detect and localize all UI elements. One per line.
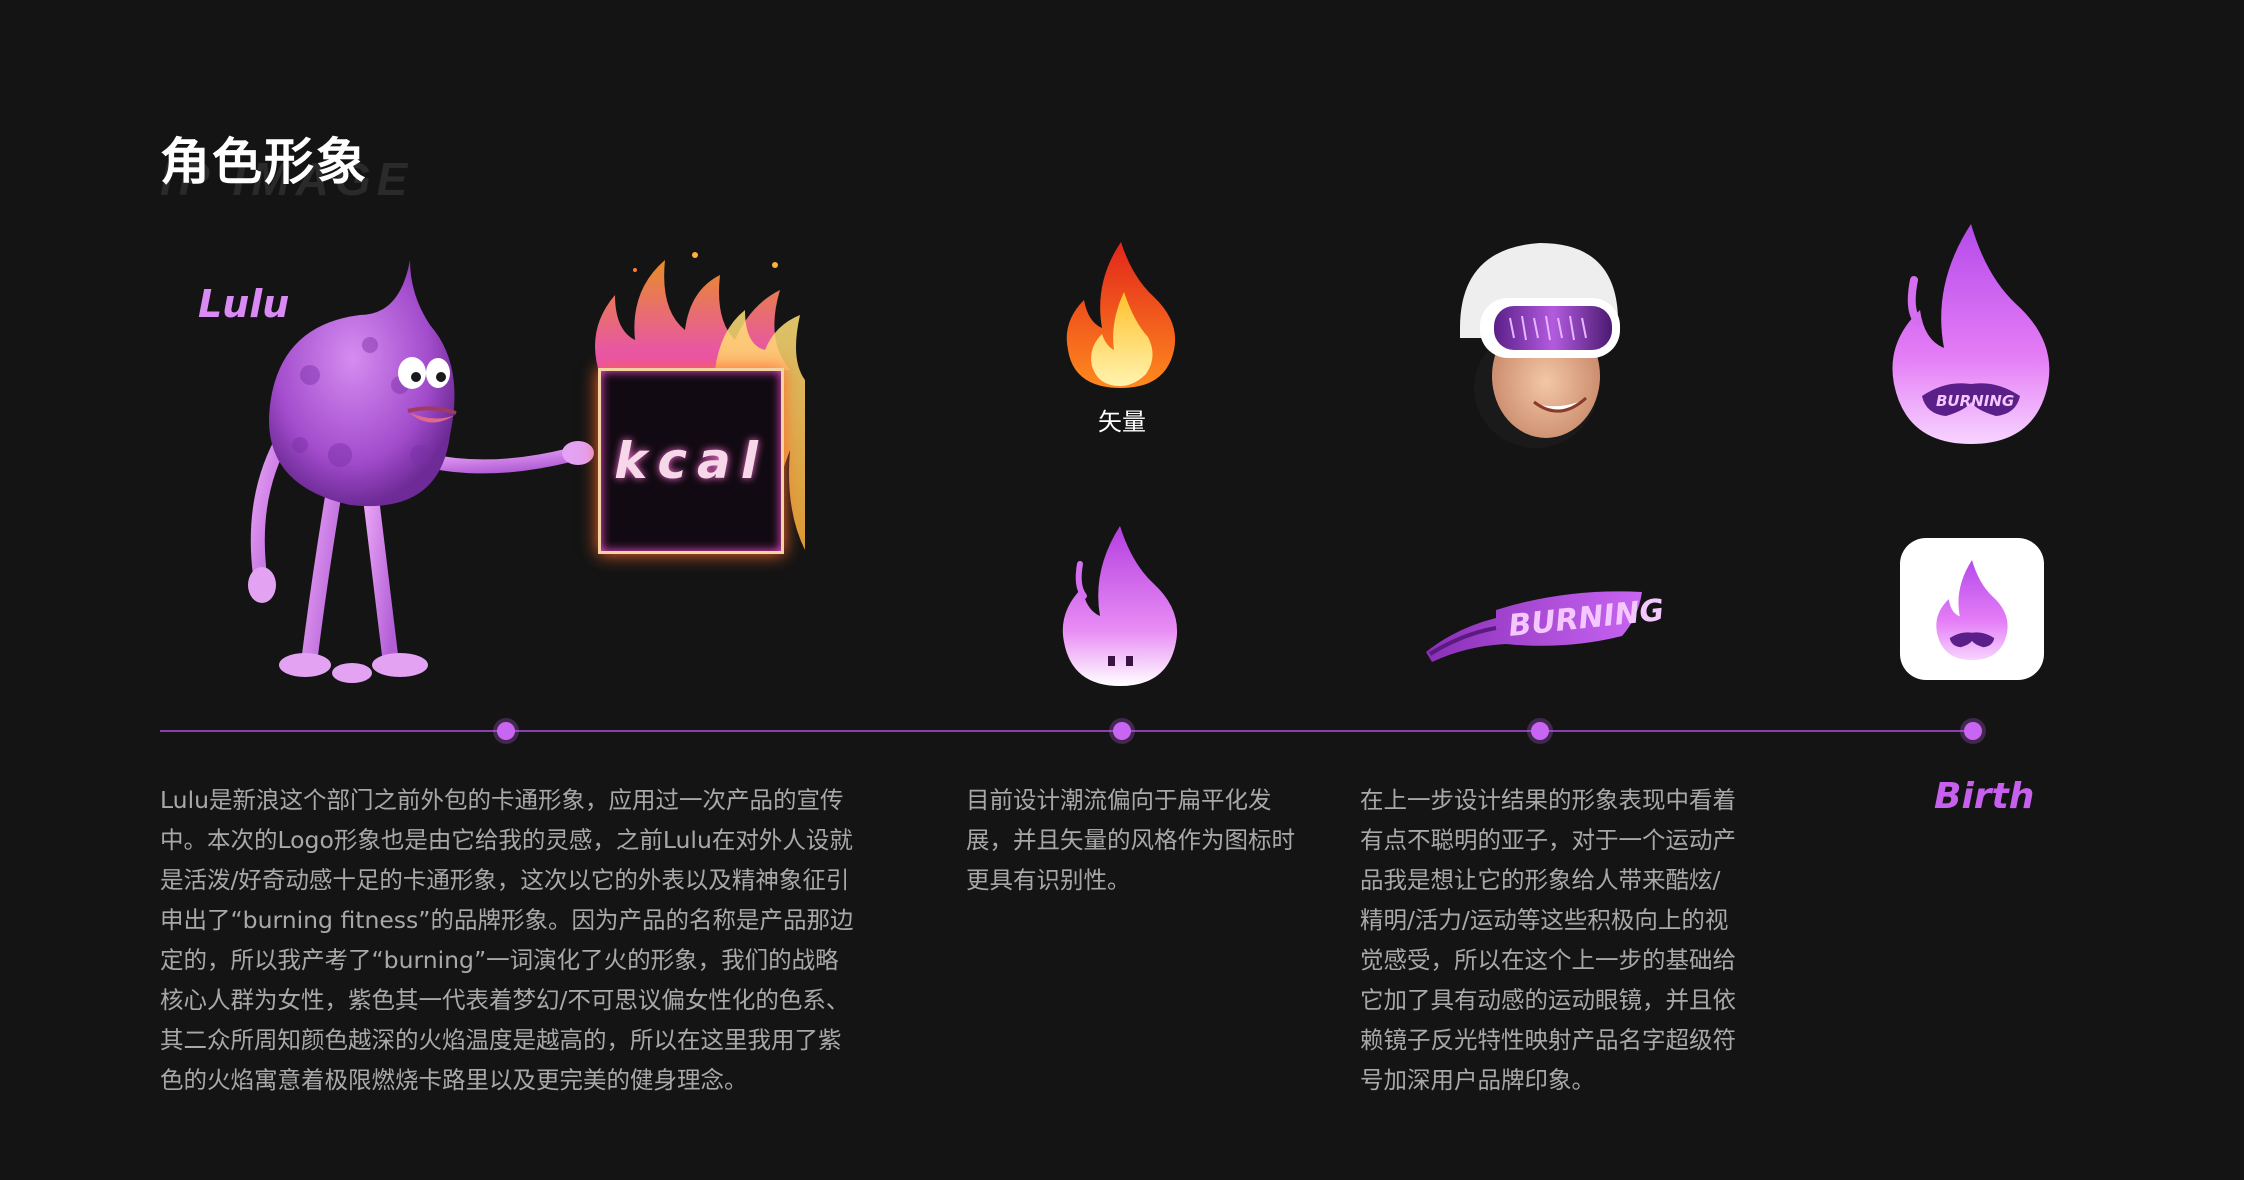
purple-flame-character-icon (1062, 526, 1178, 686)
kcal-sign: kcal (598, 368, 784, 554)
description-vector: 目前设计潮流偏向于扁平化发展，并且矢量的风格作为图标时更具有识别性。 (966, 786, 1295, 894)
burning-glasses-icon: BURNING (1426, 591, 1666, 662)
app-icon-tile (1900, 538, 2044, 680)
birth-label: Birth (1934, 776, 2035, 817)
timeline-dot-2 (1113, 722, 1131, 740)
vector-caption: 矢量 (1098, 408, 1146, 436)
title-block: IP IMAGE 角色形象 (160, 122, 640, 212)
lulu-character-illustration (248, 260, 594, 683)
description-lulu: Lulu是新浪这个部门之前外包的卡通形象，应用过一次产品的宣传中。本次的Logo… (160, 786, 854, 1094)
character-name-label: Lulu (198, 282, 290, 326)
helmet-goggles-person-illustration (1460, 243, 1620, 448)
subtitle-en: IP IMAGE (160, 153, 414, 205)
flame-glasses-text: BURNING (1936, 392, 2014, 410)
page-title: 角色形象 (160, 133, 368, 191)
timeline-dot-1 (497, 722, 515, 740)
burning-flame-with-glasses-icon: BURNING (1892, 224, 2050, 444)
description-glasses: 在上一步设计结果的形象表现中看着有点不聪明的亚子，对于一个运动产品我是想让它的形… (1360, 786, 1736, 1094)
vector-flame-icon (1066, 242, 1176, 388)
timeline-dot-4 (1964, 722, 1982, 740)
app-icon-flame-icon (1936, 560, 2008, 660)
kcal-text: kcal (614, 432, 768, 490)
timeline-line (160, 730, 1976, 732)
timeline-dot-3 (1531, 722, 1549, 740)
